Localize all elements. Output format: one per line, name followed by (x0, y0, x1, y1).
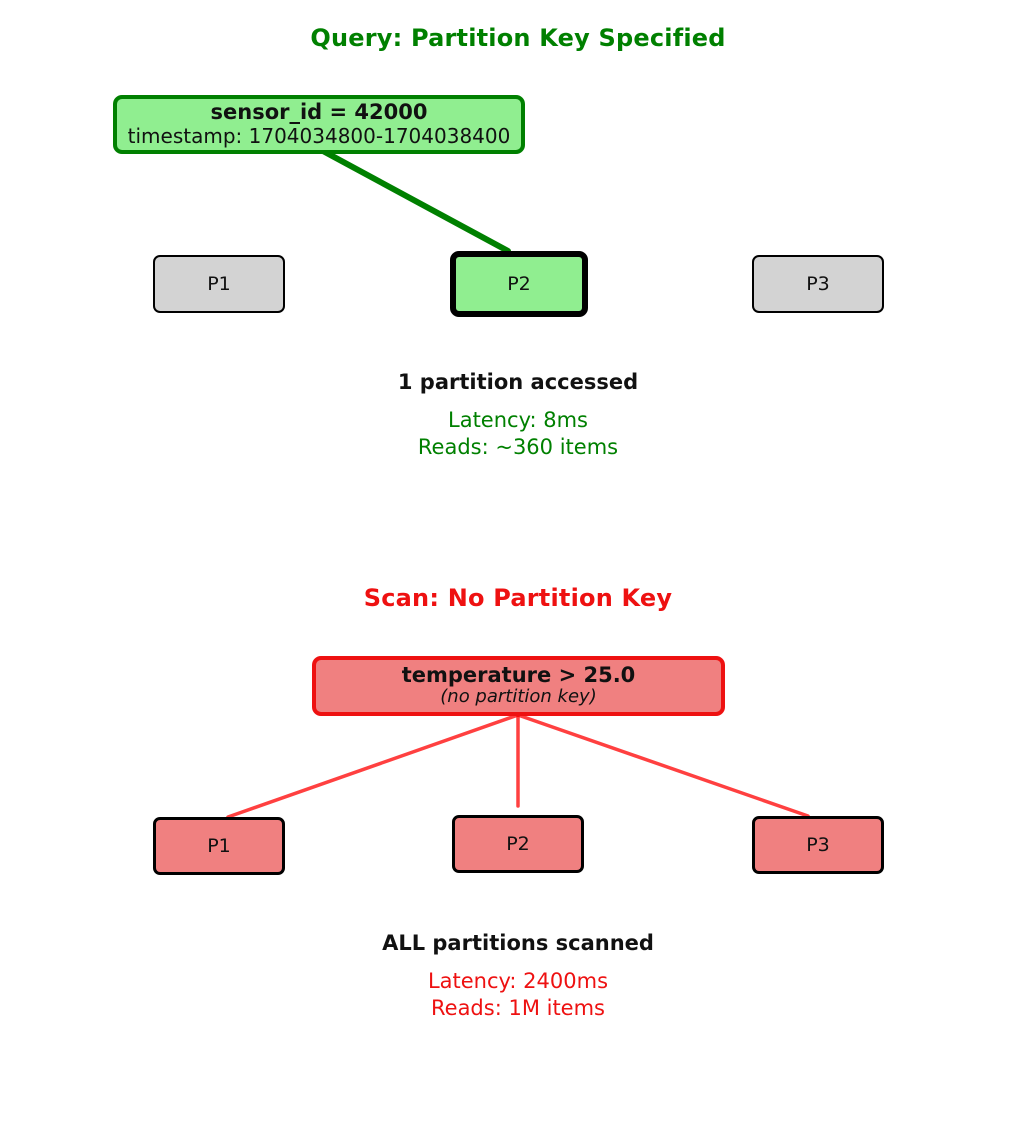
query-partition-p3: P3 (752, 255, 884, 313)
scan-condition-primary: temperature > 25.0 (401, 663, 636, 688)
scan-condition-secondary: (no partition key) (440, 686, 597, 708)
query-to-p2-connector (320, 148, 511, 254)
partition-label: P1 (207, 835, 231, 857)
scan-partition-p1: P1 (153, 817, 285, 875)
scan-partition-p3: P3 (752, 816, 884, 874)
query-partition-p2-accessed: P2 (450, 251, 588, 317)
query-request-box: sensor_id = 42000 timestamp: 1704034800-… (113, 95, 525, 154)
scan-partition-p2: P2 (452, 815, 584, 873)
partition-label: P1 (207, 273, 231, 295)
scan-to-p3-connector (516, 713, 810, 818)
scan-latency-stat: Latency: 2400ms (427, 969, 609, 993)
scan-section-title: Scan: No Partition Key (363, 584, 673, 612)
scan-request-box: temperature > 25.0 (no partition key) (312, 656, 725, 716)
query-condition-primary: sensor_id = 42000 (210, 100, 428, 125)
scan-result-heading: ALL partitions scanned (382, 931, 654, 955)
scan-to-p1-connector (226, 713, 520, 819)
partition-label: P3 (806, 834, 830, 856)
partition-label: P2 (506, 833, 530, 855)
partition-label: P2 (507, 273, 531, 295)
partition-label: P3 (806, 273, 830, 295)
query-reads-stat: Reads: ~360 items (417, 435, 619, 459)
query-result-heading: 1 partition accessed (397, 370, 639, 394)
query-partition-p1: P1 (153, 255, 285, 313)
query-latency-stat: Latency: 8ms (448, 408, 588, 432)
query-section-title: Query: Partition Key Specified (310, 24, 726, 52)
query-condition-secondary: timestamp: 1704034800-1704038400 (127, 123, 511, 148)
scan-reads-stat: Reads: 1M items (431, 996, 605, 1020)
